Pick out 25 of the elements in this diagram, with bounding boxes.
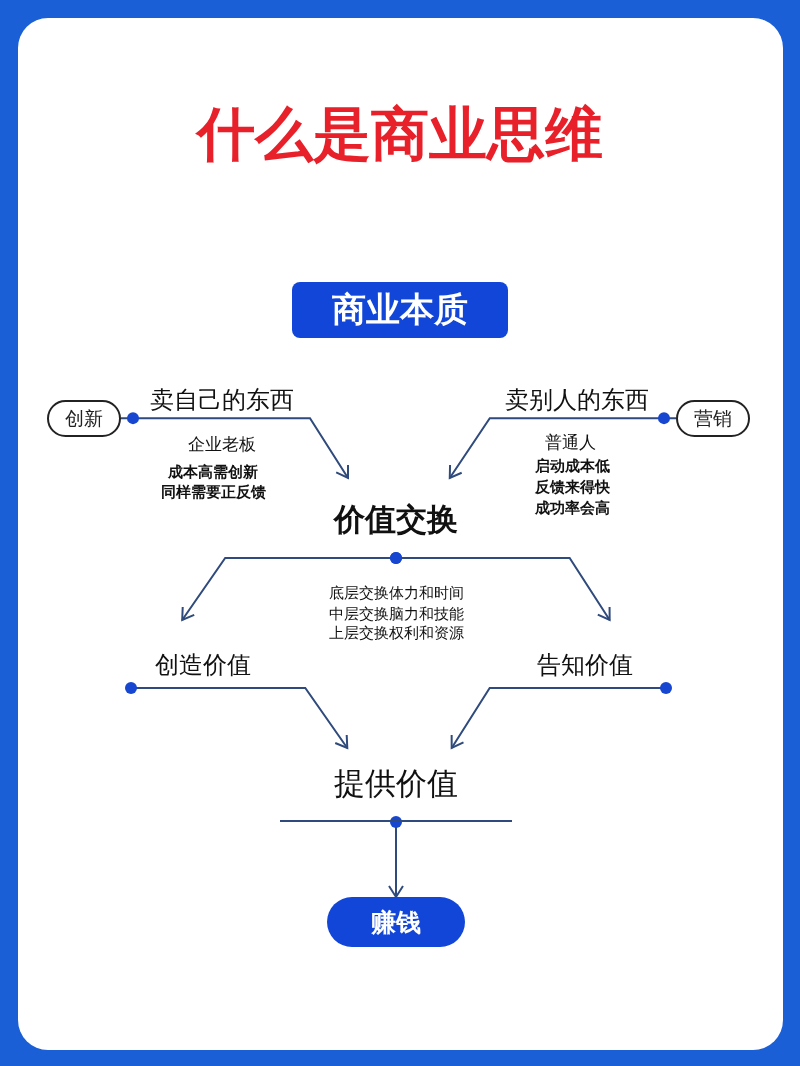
note-text: 成本高需创新 — [168, 462, 258, 482]
step-label: 创造价值 — [155, 650, 251, 681]
arrow — [125, 682, 349, 749]
note-text: 企业老板 — [188, 432, 256, 456]
result-pill: 赚钱 — [327, 897, 465, 947]
note-text: 普通人 — [544, 430, 596, 454]
title: 什么是商业思维 — [197, 99, 603, 170]
rounded-tag: 创新 — [47, 400, 121, 437]
note-text: 中层交换脑力和技能 — [328, 604, 464, 624]
arrow — [448, 412, 677, 479]
note-text: 底层交换体力和时间 — [328, 583, 464, 603]
step-label: 告知价值 — [537, 650, 633, 681]
note-text: 成功率会高 — [534, 498, 610, 518]
arrow — [450, 682, 672, 749]
note-text: 同样需要正反馈 — [160, 482, 266, 502]
note-text: 反馈来得快 — [534, 477, 610, 497]
heading-box: 商业本质 — [292, 282, 508, 338]
step-label: 价值交换 — [334, 500, 458, 539]
underlined-label: 提供价值 — [280, 748, 512, 822]
arrow — [388, 816, 404, 898]
note-text: 启动成本低 — [534, 456, 610, 476]
arrow — [120, 412, 349, 479]
arrow — [390, 552, 611, 621]
note-text: 上层交换权利和资源 — [328, 623, 464, 643]
rounded-tag: 营销 — [676, 400, 750, 437]
